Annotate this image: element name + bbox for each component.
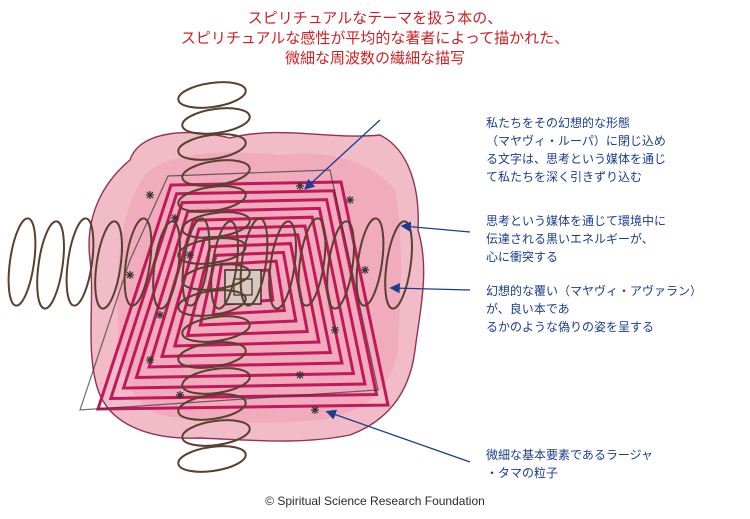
coil-loop [123,217,153,307]
coil-loop [177,341,247,369]
annotation-line: る文字は、思考という媒体を通じ [486,152,667,166]
particle-star [361,266,369,274]
particle-star [311,406,319,414]
coil-loop [181,367,251,395]
coil-loop [181,217,211,307]
particle-star [331,326,339,334]
annotation-line: ・タマの粒子 [486,466,559,480]
title-line-2: スピリチュアルな感性が平均的な著者によって描かれた、 [180,29,570,47]
coil-loop [152,220,181,310]
annotation-line: （マヤヴィ・ルーパ）に閉じ込め [486,134,666,148]
coil-loop [326,220,355,310]
raja-tama-particles [126,182,369,414]
arrow-to-coils [400,221,471,233]
coil-loop [181,419,251,447]
particle-star [296,371,304,379]
title-line-3: 微細な周波数の繊細な描写 [284,49,465,67]
coil-loop [36,220,65,310]
arrow-to-aura [389,283,471,294]
particle-star [126,271,134,279]
frame-line [185,242,310,338]
coil-loop [181,107,251,135]
coil-loop [177,133,247,161]
arrow-to-particles [325,409,471,463]
coil-loop [177,445,247,473]
particle-star [146,191,154,199]
annotation-line: 伝達される黒いエネルギーが、 [486,232,654,246]
coil-loop [94,220,123,310]
annotation-black-energy: 思考という媒体を通じて環境中に 伝達される黒いエネルギーが、 心に衝突する [486,212,666,266]
frame-line [121,198,367,390]
title-line-1: スピリチュアルなテーマを扱う本の、 [247,9,503,27]
particle-star [296,182,304,190]
annotation-line: 微細な基本要素であるラージャ [486,448,654,462]
frame-line [159,224,333,359]
coil-loop [181,159,251,187]
coil-loop [239,217,269,307]
black-energy-coils [7,81,413,473]
coil-loop [177,185,247,213]
diagram-title: スピリチュアルなテーマを扱う本の、 スピリチュアルな感性が平均的な著者によって描… [0,8,750,68]
coil-loop [355,217,385,307]
annotation-line: 思考という媒体を通じて環境中に [486,214,667,228]
annotation-line: 私たちをその幻想的な形態 [486,116,631,130]
coil-loop [210,220,239,310]
frame-line [95,180,390,411]
frame-line [198,250,298,327]
annotation-line: 心に衝突する [486,250,559,264]
particle-star [346,196,354,204]
coil-loop [297,217,327,307]
particle-star [156,311,164,319]
outer-black-frame [79,169,379,411]
frame-line [147,215,344,369]
coil-loop [177,393,247,421]
coil-loop [181,315,251,343]
particle-star [186,251,194,259]
coil-loop [65,217,95,307]
annotation-line: るかのような偽りの姿を呈する [486,320,655,334]
copyright-notice: © Spiritual Science Research Foundation [265,494,485,508]
frame-line [134,206,356,380]
annotation-line: 幻想的な覆い（マヤヴィ・アヴァラン） [486,284,703,298]
arrow-to-frames [304,119,381,190]
annotation-raja-tama: 微細な基本要素であるラージャ ・タマの粒子 [486,446,653,482]
frame-line [211,259,287,317]
particle-star [176,391,184,399]
coil-loop [7,217,37,307]
particle-star [146,356,154,364]
annotation-line: て私たちを深く引きずり込む [486,170,643,184]
coil-loop [177,289,247,317]
annotation-mayavi-avaran: 幻想的な覆い（マヤヴィ・アヴァラン） が、良い本であ るかのような偽りの姿を呈す… [486,282,702,336]
annotation-frames: 私たちをその幻想的な形態 （マヤヴィ・ルーパ）に閉じ込め る文字は、思考という媒… [486,114,666,186]
coil-loop [181,211,251,239]
coil-loop [384,220,413,310]
particle-star [171,214,179,222]
coil-loop [268,220,297,310]
coil-loop [177,81,247,109]
frame-line [108,189,379,401]
annotation-line: が、良い本であ [486,302,570,316]
concentric-frames [95,180,390,411]
